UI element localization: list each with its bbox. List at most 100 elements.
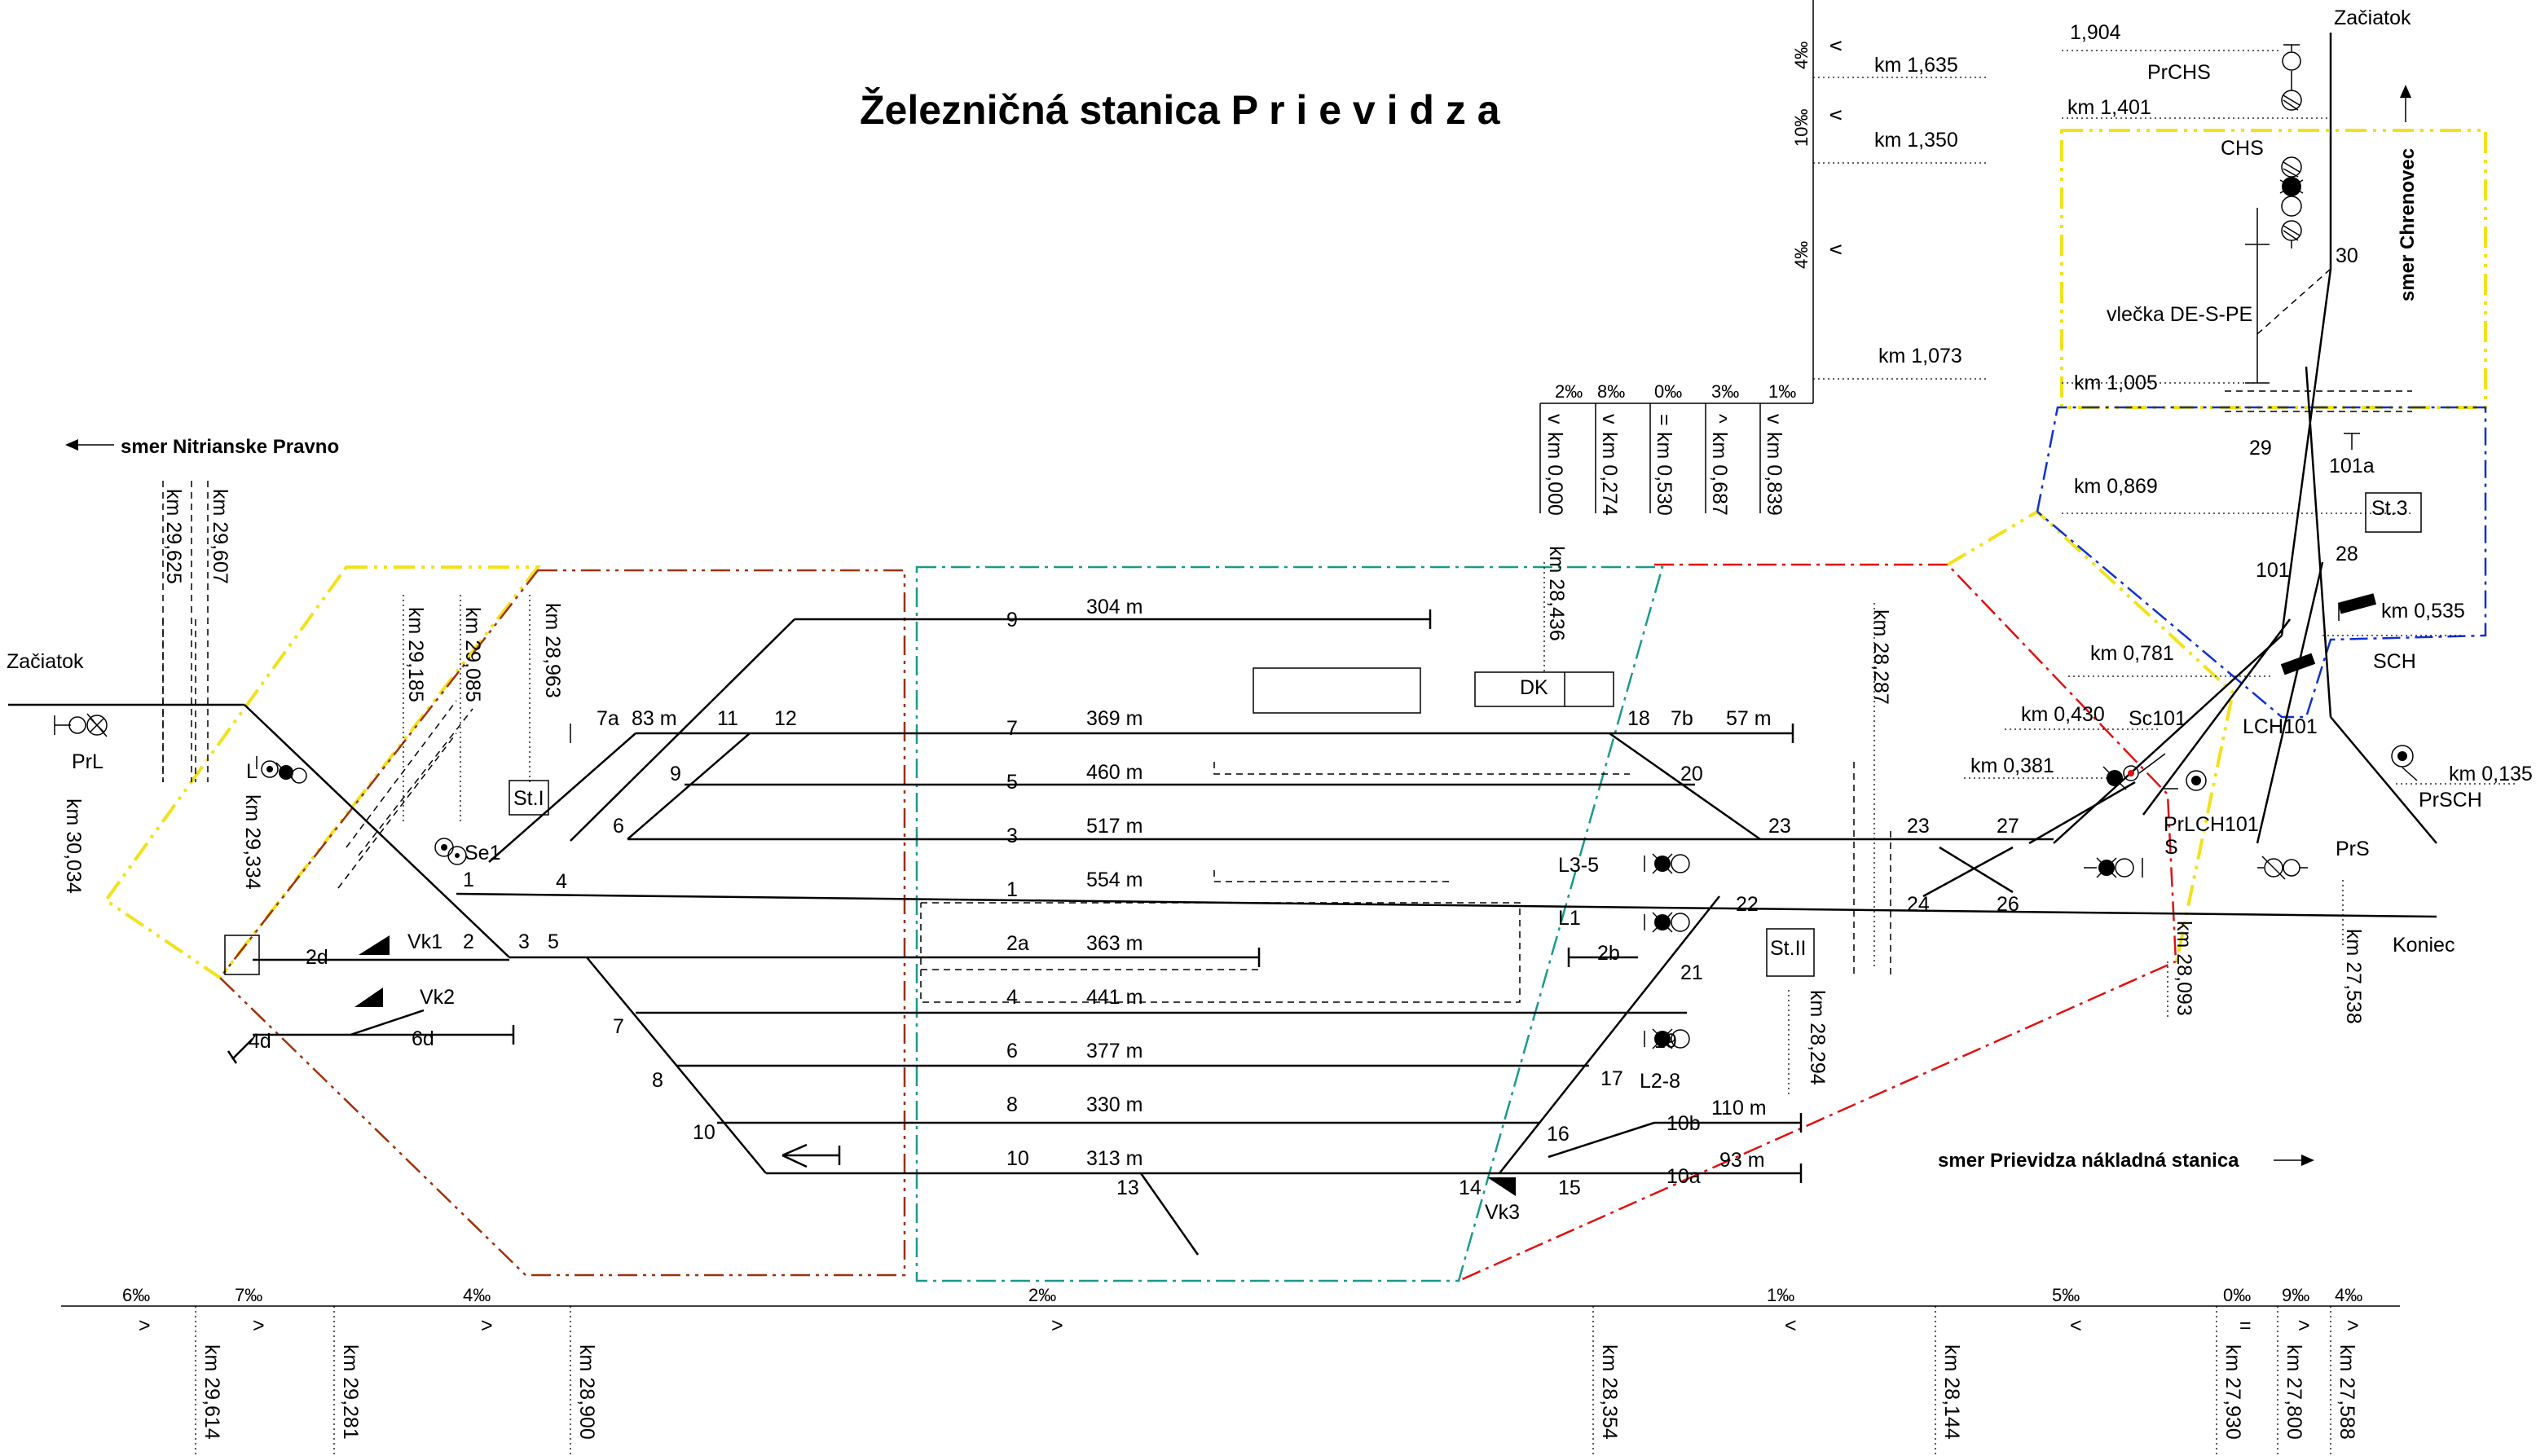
building-st2: [1766, 928, 1815, 977]
label-tracks-6-no: 4: [1006, 986, 1018, 1009]
boundary-yellow-top: [2060, 129, 2487, 409]
boundary-brown: [218, 569, 906, 1277]
label-bottom_profile-km-5: km 27,930: [2221, 1344, 2244, 1440]
label-upper_profile-gradients-0: 4‰: [1791, 42, 1812, 69]
label-upper_profile-gradients-1: 10‰: [1791, 109, 1812, 147]
label-tracks-3-length: 517 m: [1086, 815, 1143, 838]
label-signals-15: PrSCH: [2419, 789, 2482, 812]
label-switches-9: 10: [693, 1121, 715, 1144]
label-buildings-3: DK: [1520, 676, 1548, 699]
label-buildings-0: St.I: [513, 787, 544, 810]
label-upper_profile-arrows-1: v: [1825, 110, 1848, 121]
label-tracks-2-length: 460 m: [1086, 761, 1143, 784]
label-bottom_profile-km-7: km 27,588: [2336, 1344, 2358, 1440]
signal-prsch: [2391, 745, 2418, 781]
label-bottom_profile-gradients-0: 6‰: [122, 1285, 150, 1305]
label-km_marks-5: km 28,436: [1545, 546, 1568, 641]
label-tracks-5-length: 363 m: [1086, 932, 1143, 955]
building-st1: [509, 780, 549, 816]
label-branch_profile-gradients-3: 3‰: [1711, 381, 1739, 402]
label-km_inline-6: km 1,401: [2067, 96, 2151, 119]
label-switches-11: 12: [774, 707, 797, 730]
label-bottom_profile-arrows-8: >: [2347, 1314, 2359, 1337]
label-directions-nakladna: smer Prievidza nákladná stanica: [1938, 1150, 2239, 1172]
label-bottom_profile-km-6: km 27,800: [2283, 1344, 2305, 1440]
label-km_inline-0: km 0,869: [2074, 475, 2158, 498]
label-tracks-5-no: 2a: [1006, 932, 1029, 955]
label-signals-6: L3-5: [1558, 854, 1599, 877]
label-switches-16: 17: [1600, 1067, 1623, 1090]
label-tracks-9-length: 313 m: [1086, 1147, 1143, 1170]
label-bottom_profile-arrows-0: >: [139, 1314, 151, 1337]
label-km_marks-3: km 29,085: [461, 607, 484, 702]
label-switches-4: 5: [548, 930, 559, 953]
label-switches-22: 23: [1768, 815, 1791, 838]
label-bottom_profile-arrows-3: >: [1051, 1314, 1063, 1337]
label-upper_profile-arrows-0: v: [1825, 41, 1848, 51]
label-switches-10: 11: [717, 707, 738, 730]
siding-label: vlečka DE-S-PE: [2107, 303, 2252, 326]
label-signals-9: Sc101: [2129, 707, 2186, 730]
label-signals-4: Vk2: [420, 986, 455, 1009]
label-switches-2: 3: [518, 930, 530, 953]
label-spurs-0-no: 7a: [597, 707, 619, 730]
label-tracks-8-length: 330 m: [1086, 1093, 1143, 1116]
label-switches-25: 26: [1997, 893, 2019, 916]
signal-s: [2084, 857, 2143, 878]
arrow-left-icon: [65, 439, 78, 451]
label-bottom_profile-arrows-7: >: [2298, 1314, 2310, 1337]
label-spurs-6-no: 6d: [412, 1027, 434, 1050]
label-bottom_profile-gradients-6: 0‰: [2223, 1285, 2251, 1305]
label-switches-6: 7: [613, 1015, 624, 1038]
label-buildings-1: St.II: [1770, 937, 1806, 960]
label-branch_profile-gradients-0: 2‰: [1555, 381, 1583, 402]
page-title: Železničná stanica P r i e v i d z a: [860, 87, 1501, 133]
label-km_marks-2: km 29,185: [404, 607, 427, 702]
label-signals-3: Vk1: [407, 930, 442, 953]
label-switches-23: 23: [1907, 815, 1930, 838]
signal-vk3-icon: [1487, 1177, 1516, 1196]
km-reference-lines: [162, 50, 2518, 1096]
label-switches-28: 29: [2249, 437, 2272, 460]
label-tracks-0-no: 9: [1006, 609, 1018, 631]
label-koniec: Koniec: [2393, 934, 2455, 957]
direction-nakladna: smer Prievidza nákladná stanica: [1938, 1150, 2314, 1172]
label-signals-13: LCH101: [2243, 715, 2318, 738]
arrow-right-icon: [2301, 1155, 2314, 1166]
label-km_marks-9: km 27,538: [2342, 929, 2365, 1024]
label-switches-8: 9: [670, 763, 681, 785]
label-spurs-1-length: 57 m: [1726, 707, 1772, 730]
direction-nitrianske: smer Nitrianske Pravno: [65, 436, 339, 458]
label-km_marks-4: km 28,963: [541, 603, 564, 698]
station-tracks: [227, 609, 2136, 1256]
label-switches-24: 24: [1907, 893, 1930, 916]
label-signals-7: L1: [1558, 907, 1581, 930]
label-branch_profile-km-0: km 0,000: [1543, 432, 1566, 516]
label-switches-14: 15: [1558, 1177, 1581, 1199]
label-tracks-7-no: 6: [1006, 1040, 1018, 1062]
label-switches-31: 101a: [2329, 455, 2375, 477]
label-spurs-7-no: 4d: [249, 1030, 271, 1053]
label-directions-chrenovec: smer Chrenovec: [2397, 148, 2419, 301]
label-branch_profile-arrows-4: v: [1763, 414, 1785, 424]
label-bottom_profile-km-0: km 29,614: [200, 1344, 223, 1440]
label-switches-19: 20: [1680, 763, 1703, 785]
label-tracks-2-no: 5: [1006, 771, 1018, 794]
label-branch_profile-gradients-4: 1‰: [1768, 381, 1796, 402]
label-switches-15: 16: [1547, 1123, 1570, 1146]
signal-l3-5: [1644, 853, 1690, 874]
label-branch_profile-arrows-2: =: [1653, 414, 1675, 426]
label-switches-26: 27: [1997, 815, 2019, 838]
label-km_inline-2: km 0,430: [2021, 703, 2105, 726]
label-km_inline-7: 1,904: [2070, 21, 2121, 44]
platforms: [920, 762, 1630, 1003]
label-switches-29: 30: [2336, 244, 2358, 267]
track-labels: 9 304 m 7 369 m 5 460 m 3 517 m 1 554 m …: [249, 596, 1772, 1188]
label-km_marks-6: km 28,287: [1869, 609, 1892, 705]
signal-chs: [2279, 156, 2304, 249]
label-tracks-1-length: 369 m: [1086, 707, 1143, 730]
label-km_top_left-0: km 29,625: [162, 489, 185, 584]
signal-prl: [54, 713, 108, 737]
signal-se1: [434, 838, 467, 865]
building-block: [224, 935, 260, 975]
